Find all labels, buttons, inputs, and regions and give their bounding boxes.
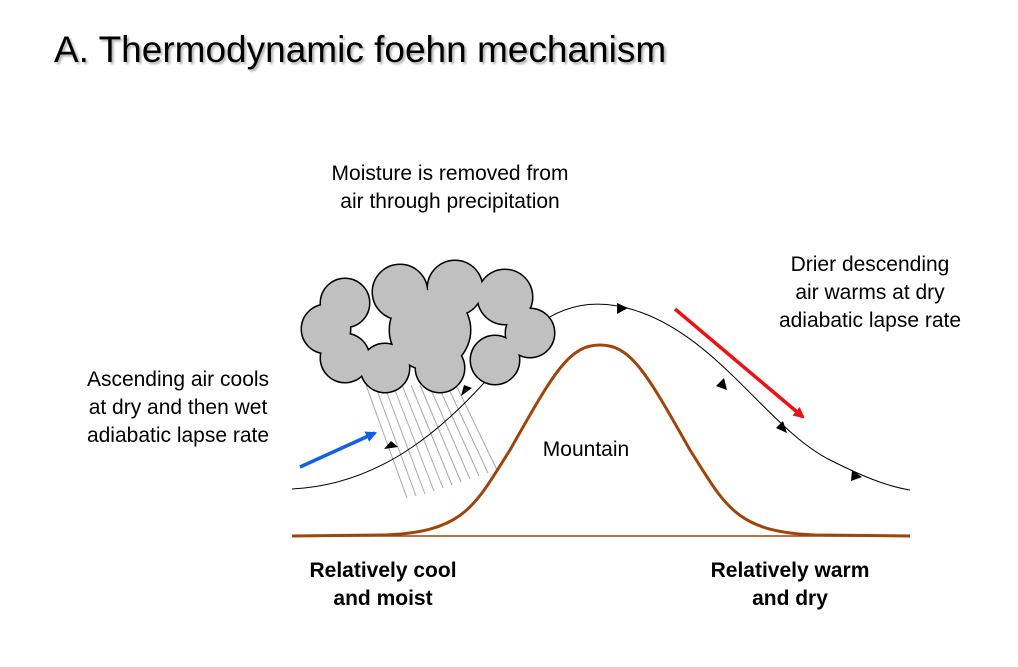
mountain-profile bbox=[291, 343, 911, 538]
airflow-arrowhead bbox=[384, 441, 398, 449]
airflow-arrowhead bbox=[716, 378, 727, 390]
warm-side-label: Relatively warm and dry bbox=[710, 559, 870, 610]
airflow-arrowhead bbox=[776, 421, 787, 433]
airflow-line bbox=[291, 303, 911, 491]
airflow-arrowheads bbox=[384, 303, 862, 481]
page-title: A. Thermodynamic foehn mechanism bbox=[54, 29, 667, 70]
cool-side-label: Relatively cool and moist bbox=[309, 559, 457, 610]
airflow-arrowhead bbox=[617, 303, 628, 314]
moisture-removal-label: Moisture is removed from air through pre… bbox=[331, 162, 569, 213]
precipitation-cloud bbox=[300, 259, 556, 394]
descending-air-label: Drier descending air warms at dry adiaba… bbox=[778, 253, 962, 332]
ascending-air-arrow bbox=[299, 431, 378, 469]
airflow-arrowhead bbox=[461, 385, 472, 396]
airflow-arrowhead bbox=[851, 470, 862, 481]
mountain-label: Mountain bbox=[542, 438, 630, 461]
descending-air-arrow bbox=[673, 307, 805, 419]
ascending-air-label: Ascending air cools at dry and then wet … bbox=[86, 368, 270, 447]
precipitation-streaks bbox=[365, 384, 498, 499]
